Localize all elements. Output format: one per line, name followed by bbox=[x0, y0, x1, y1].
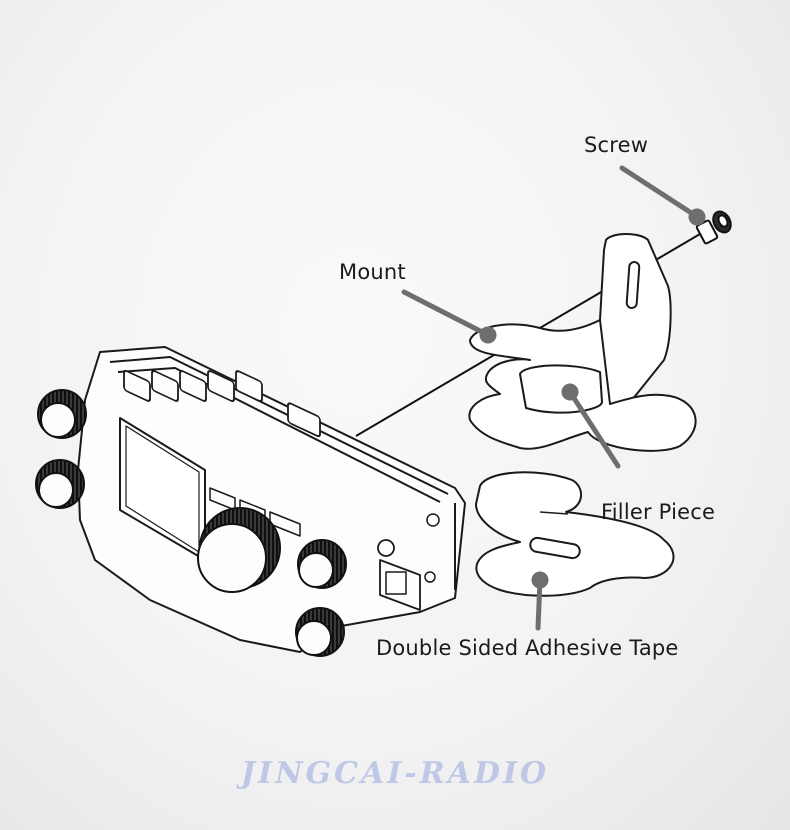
leader-lines bbox=[401, 165, 706, 631]
mount-label: Mount bbox=[339, 260, 406, 284]
mount-leader bbox=[401, 289, 489, 337]
radio-front-panel bbox=[77, 346, 466, 653]
mount-bracket bbox=[468, 233, 697, 452]
filler-leader bbox=[567, 389, 621, 469]
adhesive-tape bbox=[475, 471, 675, 597]
main-dial-knob bbox=[197, 507, 281, 593]
screw-leader bbox=[619, 165, 699, 219]
right-upper-knob bbox=[297, 539, 347, 589]
left-lower-knob bbox=[35, 459, 85, 509]
adhesive-tape-label: Double Sided Adhesive Tape bbox=[376, 636, 679, 660]
watermark-text: JINGCAI-RADIO bbox=[240, 756, 550, 791]
screw-label: Screw bbox=[584, 133, 649, 157]
filler-piece-label: Filler Piece bbox=[601, 500, 716, 524]
upper-button-row bbox=[123, 369, 321, 438]
left-upper-knob bbox=[37, 389, 87, 439]
screw-part bbox=[695, 210, 732, 245]
right-lower-knob bbox=[295, 607, 345, 657]
